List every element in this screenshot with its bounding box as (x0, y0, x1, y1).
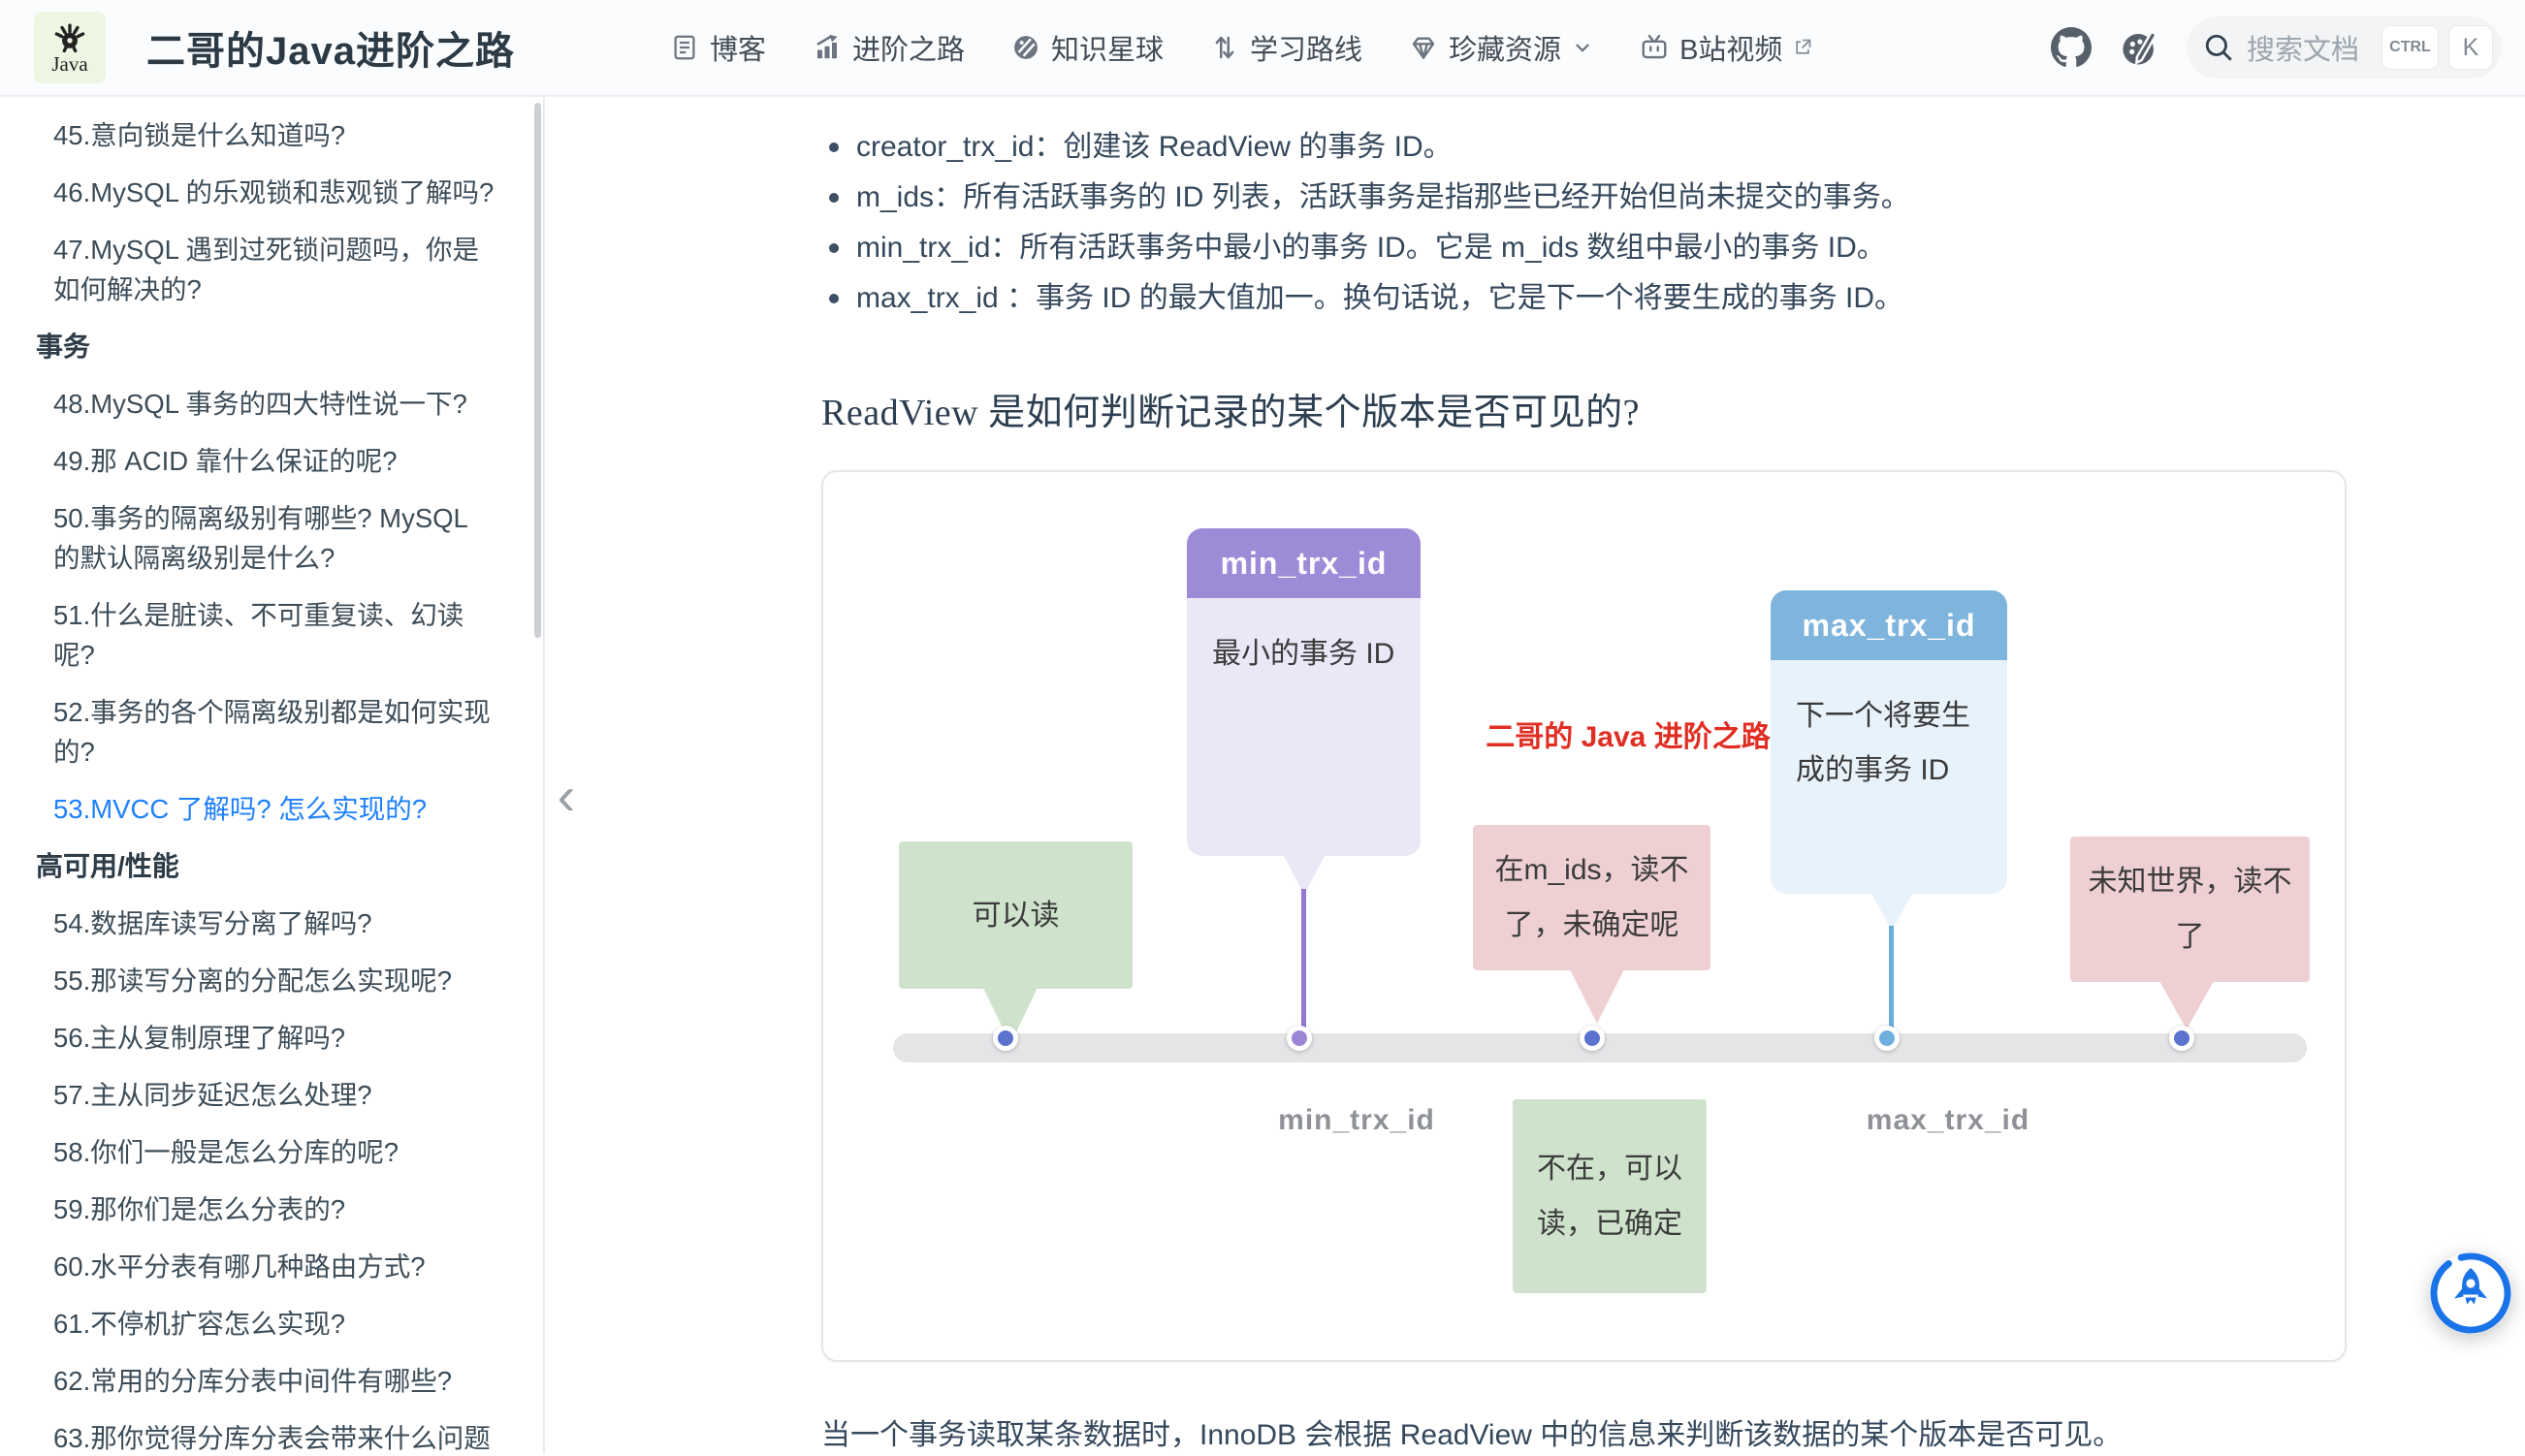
palette-theme-icon[interactable] (2119, 27, 2159, 68)
nav-item-blog[interactable]: 博客 (670, 27, 766, 68)
sidebar-item[interactable]: 56.主从复制原理了解吗? (53, 1023, 346, 1053)
external-link-icon (1796, 39, 1811, 54)
sidebar-scrollbar-thumb[interactable] (534, 103, 541, 638)
max-trx-callout-body: 下一个将要生成的事务 ID (1796, 700, 1970, 786)
main-content: creator_trx_id：创建该 ReadView 的事务 ID。m_ids… (545, 97, 2525, 1454)
diamond-icon (1412, 37, 1435, 59)
min-trx-callout-body: 最小的事务 ID (1212, 638, 1395, 670)
sidebar-item[interactable]: 54.数据库读写分离了解吗? (53, 908, 372, 938)
sidebar-item[interactable]: 47.MySQL 遇到过死锁问题吗，你是如何解决的? (53, 235, 480, 304)
kbd-ctrl: CTRL (2382, 26, 2438, 69)
github-icon[interactable] (2051, 27, 2092, 68)
max-connector-line (1889, 926, 1894, 1029)
timeline-dot-3 (1580, 1026, 1605, 1051)
bullet-item: creator_trx_id：创建该 ReadView 的事务 ID。 (821, 122, 2525, 173)
nav-item-learning-route[interactable]: 学习路线 (1210, 27, 1362, 68)
doc-icon (674, 35, 695, 60)
bullet-item: max_trx_id ：事务 ID 的最大值加一。换句话说，它是下一个将要生成的… (821, 273, 2525, 324)
sidebar-item[interactable]: 62.常用的分库分表中间件有哪些? (53, 1366, 453, 1396)
sidebar-menu: 45.意向锁是什么知道吗? 46.MySQL 的乐观锁和悲观锁了解吗? 47.MyS… (0, 107, 543, 1454)
sidebar: 45.意向锁是什么知道吗? 46.MySQL 的乐观锁和悲观锁了解吗? 47.MyS… (0, 97, 545, 1454)
max-trx-callout-header: max_trx_id (1771, 590, 2007, 660)
readview-diagram: min_trx_id 最小的事务 ID max_trx_id 下一个将要生成的事… (821, 470, 2347, 1362)
sidebar-item[interactable]: 60.水平分表有哪几种路由方式? (53, 1251, 426, 1282)
search-placeholder: 搜索文档 (2247, 35, 2360, 66)
sidebar-item[interactable]: 53.MVCC 了解吗? 怎么实现的? (53, 794, 428, 824)
sidebar-item[interactable]: 52.事务的各个隔离级别都是如何实现的? (53, 697, 491, 767)
sidebar-item[interactable]: 49.那 ACID 靠什么保证的呢? (53, 446, 398, 476)
site-logo: Java (34, 12, 106, 83)
bullet-list: creator_trx_id：创建该 ReadView 的事务 ID。m_ids… (821, 122, 2525, 324)
min-trx-callout-header: min_trx_id (1187, 528, 1421, 598)
nav-item-treasure-resources[interactable]: 珍藏资源 (1409, 27, 1593, 68)
site-brand[interactable]: Java 二哥的Java进阶之路 (34, 12, 515, 83)
sidebar-item[interactable]: 51.什么是脏读、不可重复读、幻读呢? (53, 600, 464, 670)
search-input[interactable]: 搜索文档 CTRL K (2187, 16, 2502, 79)
primary-nav: 博客 进阶之路 知识星 (670, 27, 1812, 68)
planet-icon (1014, 36, 1038, 59)
sidebar-item[interactable]: 59.那你们是怎么分表的? (53, 1194, 346, 1224)
sidebar-item[interactable]: 58.你们一般是怎么分库的呢? (53, 1137, 400, 1167)
navbar-right: 搜索文档 CTRL K (2051, 16, 2502, 79)
nav-item-label: 博客 (709, 35, 766, 66)
nav-item-label: 珍藏资源 (1449, 35, 1562, 66)
chevron-left-icon: ‹ (557, 764, 576, 826)
min-callout-pointer (1283, 854, 1326, 895)
sidebar-item[interactable]: 63.那你觉得分库分表会带来什么问题 (53, 1423, 491, 1453)
sidebar-item[interactable]: 45.意向锁是什么知道吗? (53, 120, 346, 150)
axis-label-max: max_trx_id (1866, 1104, 2030, 1136)
watermark-text: 二哥的 Java 进阶之路 (1486, 721, 1771, 753)
sidebar-item[interactable]: 事务 (36, 332, 91, 362)
not-in-mids-box: 不在，可以读，已确定 (1513, 1099, 1707, 1293)
nav-item-label: B站视频 (1679, 35, 1783, 66)
sidebar-collapse-handle[interactable]: ‹ (543, 764, 590, 826)
nav-item-advance-path[interactable]: 进阶之路 (813, 27, 965, 68)
sidebar-item[interactable]: 50.事务的隔离级别有哪些? MySQL 的默认隔离级别是什么? (53, 503, 467, 573)
bullet-item: m_ids：所有活跃事务的 ID 列表，活跃事务是指那些已经开始但尚未提交的事务… (821, 173, 2525, 223)
max-callout-pointer (1870, 892, 1913, 931)
claw-logo-icon (54, 23, 85, 53)
in-mids-pointer (1570, 969, 1624, 1024)
nav-item-bilibili-videos[interactable]: B站视频 (1640, 27, 1812, 68)
in-mids-box: 在m_ids，读不了，未确定呢 (1473, 825, 1710, 970)
min-connector-line (1301, 889, 1306, 1029)
timeline-dot-1 (993, 1026, 1018, 1051)
search-icon (2205, 34, 2232, 61)
route-icon (1215, 36, 1234, 59)
chart-icon (816, 34, 838, 59)
nav-item-label: 知识星球 (1051, 35, 1165, 66)
back-to-top-button[interactable] (2426, 1249, 2515, 1338)
page-layout: 45.意向锁是什么知道吗? 46.MySQL 的乐观锁和悲观锁了解吗? 47.MyS… (0, 97, 2525, 1454)
sidebar-item[interactable]: 57.主从同步延迟怎么处理? (53, 1080, 372, 1110)
section-heading: ReadView 是如何判断记录的某个版本是否可见的? (821, 393, 1640, 433)
axis-label-min: min_trx_id (1278, 1104, 1435, 1136)
can-read-box: 可以读 (899, 841, 1133, 989)
sidebar-item[interactable]: 46.MySQL 的乐观锁和悲观锁了解吗? (53, 177, 495, 207)
nav-item-label: 进阶之路 (852, 35, 966, 66)
sidebar-item[interactable]: 55.那读写分离的分配怎么实现呢? (53, 965, 453, 996)
nav-item-knowledge-planet[interactable]: 知识星球 (1011, 27, 1164, 68)
site-title: 二哥的Java进阶之路 (146, 30, 515, 73)
rocket-icon (2454, 1268, 2487, 1305)
max-trx-callout: max_trx_id 下一个将要生成的事务 ID (1771, 590, 2007, 894)
unknown-world-pointer (2159, 981, 2214, 1029)
timeline-dot-max (1874, 1026, 1900, 1051)
sidebar-item[interactable]: 61.不停机扩容怎么实现? (53, 1309, 346, 1339)
tv-icon (1642, 34, 1667, 59)
min-trx-callout: min_trx_id 最小的事务 ID (1187, 528, 1421, 856)
timeline-dot-min (1287, 1026, 1312, 1051)
unknown-world-box: 未知世界，读不了 (2070, 837, 2310, 982)
logo-word: Java (51, 52, 88, 76)
top-navbar: Java 二哥的Java进阶之路 博客 进阶之路 (0, 0, 2525, 97)
body-paragraph: 当一个事务读取某条数据时，InnoDB 会根据 ReadView 中的信息来判断… (821, 1419, 2123, 1451)
timeline-dot-5 (2169, 1026, 2194, 1051)
chevron-down-icon (1576, 44, 1589, 52)
bullet-item: min_trx_id：所有活跃事务中最小的事务 ID。它是 m_ids 数组中最… (821, 223, 2525, 273)
sidebar-item[interactable]: 高可用/性能 (36, 851, 179, 881)
sidebar-item[interactable]: 48.MySQL 事务的四大特性说一下? (53, 389, 467, 419)
kbd-k: K (2449, 26, 2492, 69)
nav-item-label: 学习路线 (1250, 35, 1363, 66)
